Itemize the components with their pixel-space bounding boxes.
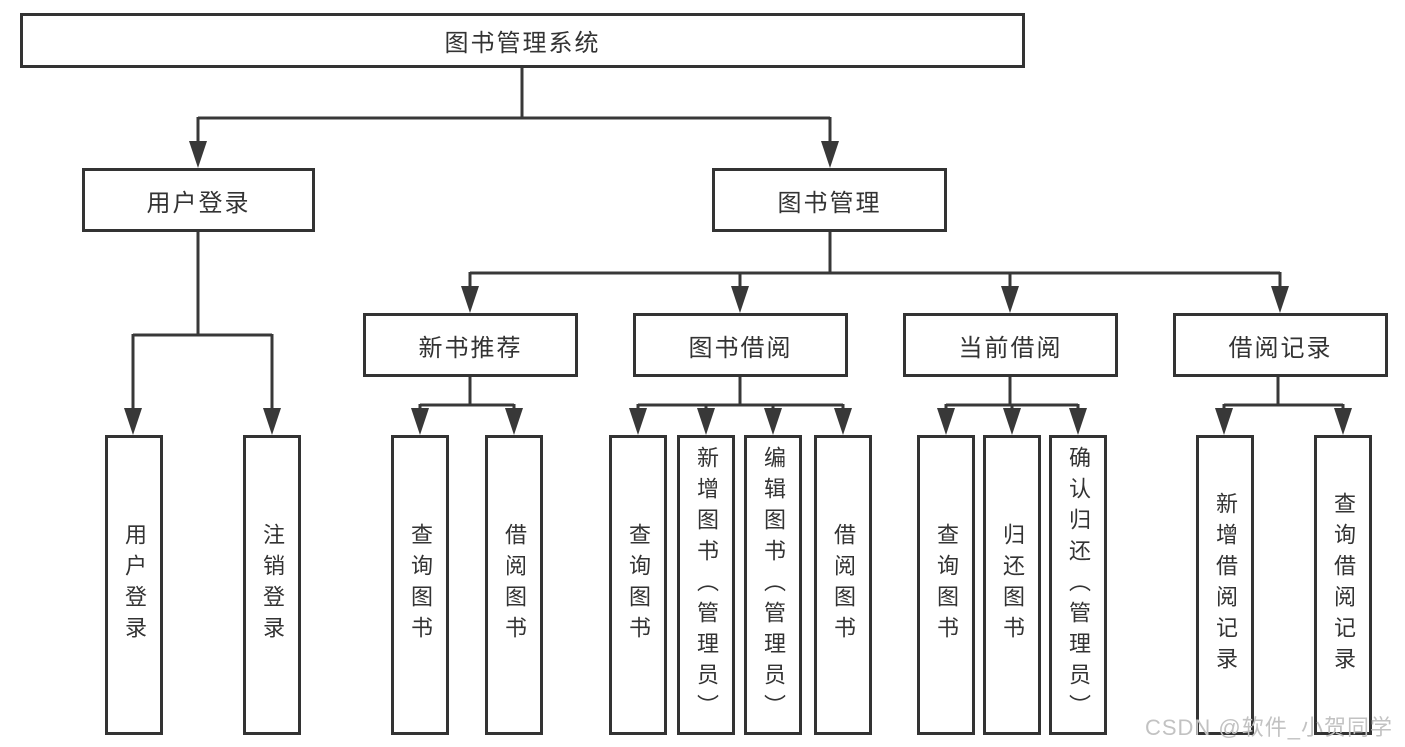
arrow-down-icon [697,408,715,435]
leaf-borrow-books: 借阅图书 [814,435,872,735]
node-label: 查询图书 [626,523,651,647]
node-label: 注销登录 [260,523,285,647]
leaf-query-books-recommend: 查询图书 [391,435,449,735]
node-label: 借阅记录 [1228,334,1333,362]
arrow-down-icon [505,408,523,435]
node-book-management: 图书管理 [712,168,947,232]
leaf-edit-book-admin: 编辑图书（管理员） [744,435,802,735]
arrow-down-icon [263,408,281,435]
arrow-down-icon [189,141,207,168]
arrow-down-icon [1069,408,1087,435]
node-label: 新增借阅记录 [1213,492,1238,678]
arrow-down-icon [1001,286,1019,313]
arrow-down-icon [629,408,647,435]
arrow-down-icon [411,408,429,435]
node-book-borrowing: 图书借阅 [633,313,848,377]
arrow-down-icon [834,408,852,435]
leaf-borrow-books-recommend: 借阅图书 [485,435,543,735]
node-borrowing-records: 借阅记录 [1173,313,1388,377]
csdn-watermark: CSDN @软件_小贺同学 [1144,715,1393,740]
node-label: 查询借阅记录 [1331,492,1356,678]
leaf-return-book: 归还图书 [983,435,1041,735]
node-label: 图书管理 [777,189,882,217]
node-label: 编辑图书（管理员） [761,445,786,725]
node-current-borrowing: 当前借阅 [903,313,1118,377]
leaf-confirm-return-admin: 确认归还（管理员） [1049,435,1107,735]
node-label: 借阅图书 [502,523,527,647]
node-label: 用户登录 [122,523,147,647]
leaf-query-borrow-record: 查询借阅记录 [1314,435,1372,735]
arrow-down-icon [731,286,749,313]
connector-path [131,68,1345,410]
node-new-book-recommend: 新书推荐 [363,313,578,377]
arrow-down-icon [124,408,142,435]
arrow-down-icon [461,286,479,313]
node-label: 归还图书 [1000,523,1025,647]
arrow-down-icon [1334,408,1352,435]
arrow-down-icon [1215,408,1233,435]
node-label: 借阅图书 [831,523,856,647]
arrow-down-icon [1003,408,1021,435]
leaf-add-borrow-record: 新增借阅记录 [1196,435,1254,735]
node-label: 查询图书 [934,523,959,647]
arrow-down-icon [1271,286,1289,313]
node-label: 图书借阅 [688,334,793,362]
node-user-login-branch: 用户登录 [82,168,315,232]
node-label: 新增图书（管理员） [694,445,719,725]
node-label: 图书管理系统 [444,30,601,57]
arrow-down-icon [821,141,839,168]
node-label: 确认归还（管理员） [1066,445,1091,725]
leaf-add-book-admin: 新增图书（管理员） [677,435,735,735]
leaf-user-login: 用户登录 [105,435,163,735]
arrow-down-icon [937,408,955,435]
node-label: 查询图书 [408,523,433,647]
leaf-query-books-borrowing: 查询图书 [609,435,667,735]
node-label: 新书推荐 [418,334,523,362]
node-label: 当前借阅 [958,334,1063,362]
node-label: 用户登录 [146,189,251,217]
leaf-query-books-current: 查询图书 [917,435,975,735]
arrow-down-icon [764,408,782,435]
node-library-system: 图书管理系统 [20,13,1025,68]
leaf-logout: 注销登录 [243,435,301,735]
